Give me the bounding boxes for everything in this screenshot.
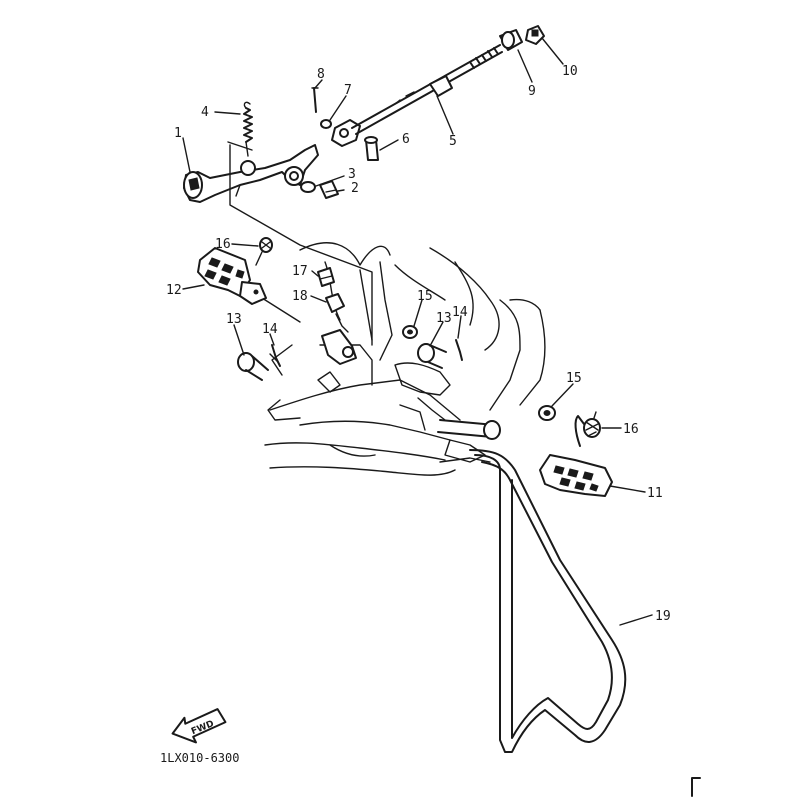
callout-17: 17 [292, 264, 308, 279]
bolt-17 [317, 267, 335, 287]
washer-15-left [402, 325, 418, 339]
callout-14-left: 14 [262, 322, 278, 337]
guide-lines [227, 141, 446, 421]
callout-1: 1 [174, 126, 182, 141]
callout-15-right: 15 [566, 371, 582, 386]
callout-3: 3 [348, 167, 356, 182]
cotter-14-right [455, 339, 463, 361]
spring-16-right [574, 411, 601, 447]
pivot-bracket-left [321, 329, 357, 365]
footrest-left [197, 247, 267, 305]
callout-19: 19 [655, 609, 671, 624]
bolt-washer [300, 180, 339, 199]
brake-pedal [183, 144, 319, 203]
bolt-18 [325, 293, 349, 333]
callout-7: 7 [344, 83, 352, 98]
callout-4: 4 [201, 105, 209, 120]
callout-labels: 1 2 3 4 5 6 7 8 9 10 11 12 13 13 14 14 1… [166, 64, 671, 624]
callout-11: 11 [647, 486, 663, 501]
callout-13-left: 13 [226, 312, 242, 327]
corner-mark [691, 777, 701, 797]
adjuster-parts [499, 25, 545, 51]
callout-16-right: 16 [623, 422, 639, 437]
callout-14-right: 14 [452, 305, 468, 320]
side-stand [439, 449, 627, 753]
callout-9: 9 [528, 84, 536, 99]
pivot-shaft [437, 419, 501, 463]
brake-rod [351, 44, 503, 135]
drawing-code: 1LX010-6300 [160, 751, 239, 765]
footrest-right [539, 454, 613, 497]
leader-lines [182, 37, 653, 626]
callout-13-right: 13 [436, 311, 452, 326]
spring-16-left [255, 237, 273, 266]
washer-15-right [538, 405, 556, 421]
callout-12: 12 [166, 283, 182, 298]
callout-18: 18 [292, 289, 308, 304]
callout-8: 8 [317, 67, 325, 82]
callout-5: 5 [449, 134, 457, 149]
callout-2: 2 [351, 181, 359, 196]
pin-13-left [237, 352, 269, 381]
callout-6: 6 [402, 132, 410, 147]
pin-13-right [417, 343, 447, 369]
callout-15-left: 15 [417, 289, 433, 304]
frame-outline [264, 242, 546, 476]
clevis-assembly [311, 87, 379, 161]
callout-10: 10 [562, 64, 578, 79]
callout-16-left: 16 [215, 237, 231, 252]
spring-4 [243, 101, 253, 157]
fwd-arrow-icon: FWD [171, 708, 227, 744]
cotter-14-left [269, 344, 281, 367]
